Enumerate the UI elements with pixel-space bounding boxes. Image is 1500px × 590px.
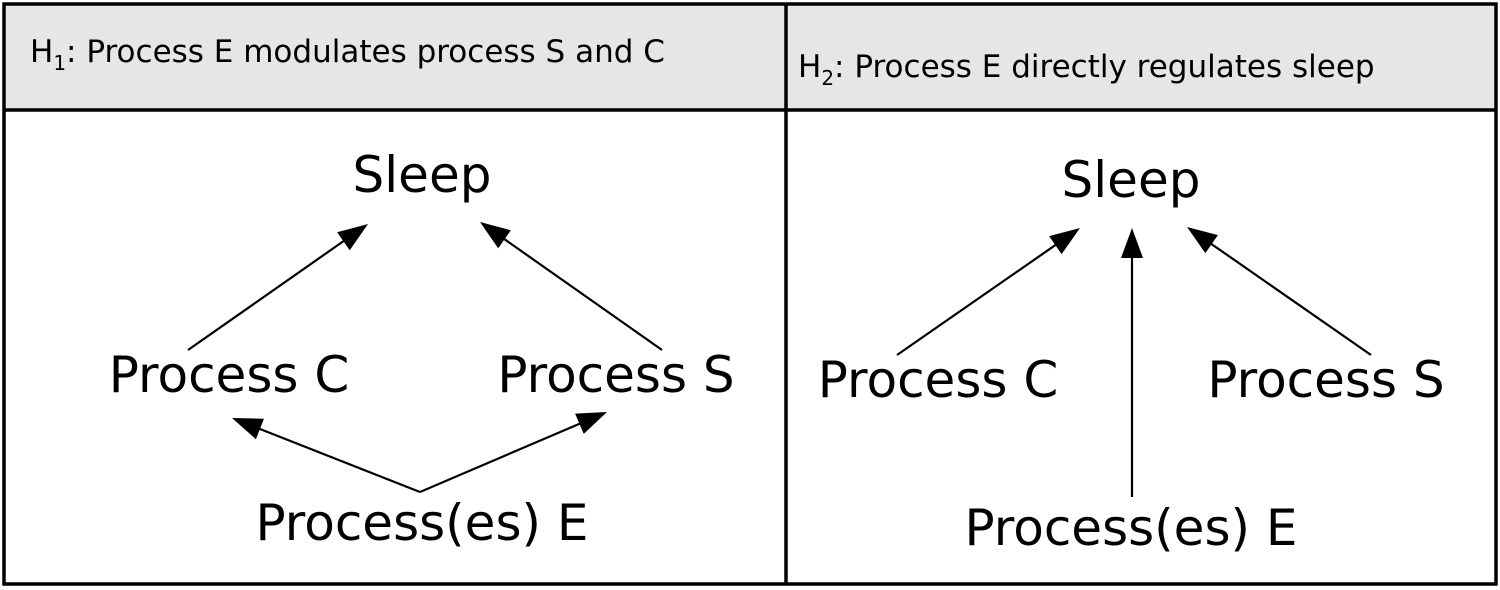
panel-h1-header-prefix: H bbox=[30, 34, 53, 70]
h2-node-process-e: Process(es) E bbox=[965, 499, 1298, 557]
h1-node-process-s: Process S bbox=[497, 346, 734, 404]
panel-h2-header-prefix: H bbox=[798, 49, 821, 85]
h1-node-process-c: Process C bbox=[109, 346, 349, 404]
panel-h2-header: H2: Process E directly regulates sleep bbox=[798, 49, 1375, 90]
h2-node-process-c: Process C bbox=[818, 351, 1058, 409]
panel-h1-header: H1: Process E modulates process S and C bbox=[30, 34, 665, 75]
panel-h2-header-text: : Process E directly regulates sleep bbox=[834, 49, 1375, 85]
panel-h1-header-text: : Process E modulates process S and C bbox=[66, 34, 665, 70]
h2-edges bbox=[896, 227, 1372, 497]
arrowhead-icon bbox=[1187, 227, 1218, 254]
h2-edge-process-c-to-sleep bbox=[896, 228, 1080, 356]
h2-edge-process-c-to-sleep-line bbox=[896, 241, 1060, 356]
h1-node-sleep: Sleep bbox=[353, 146, 492, 204]
arrowhead-icon bbox=[575, 412, 607, 434]
h1-edge-process-c-to-sleep bbox=[187, 224, 368, 351]
h1-edge-process-e-to-process-c-line bbox=[255, 426, 421, 494]
h1-edge-process-c-to-sleep-line bbox=[187, 238, 348, 351]
h2-node-sleep: Sleep bbox=[1062, 151, 1201, 209]
panel-h2-body: Sleep Process C Process S Process(es) E bbox=[818, 151, 1445, 557]
h1-edge-process-s-to-sleep bbox=[480, 222, 663, 351]
h1-edges bbox=[187, 222, 663, 494]
h1-node-process-e: Process(es) E bbox=[256, 494, 589, 552]
arrowhead-icon bbox=[1121, 228, 1143, 258]
arrowhead-icon bbox=[232, 418, 264, 440]
arrowhead-icon bbox=[337, 224, 368, 251]
h2-edge-process-e-to-sleep bbox=[1121, 228, 1143, 497]
panel-h2-header-bg bbox=[786, 4, 1496, 110]
h2-edge-process-s-to-sleep-line bbox=[1207, 240, 1372, 356]
panel-h1-body: Sleep Process C Process S Process(es) E bbox=[109, 146, 735, 552]
panel-h1-header-bg bbox=[4, 4, 786, 110]
h1-edge-process-e-to-process-s bbox=[419, 412, 607, 494]
h1-edge-process-s-to-sleep-line bbox=[500, 236, 663, 351]
h2-edge-process-s-to-sleep bbox=[1187, 227, 1372, 356]
panel-h2-header-subscript: 2 bbox=[821, 66, 834, 90]
h1-edge-process-e-to-process-c bbox=[232, 418, 421, 494]
h1-edge-process-e-to-process-s-line bbox=[419, 421, 584, 494]
panel-h1-header-subscript: 1 bbox=[53, 51, 66, 75]
arrowhead-icon bbox=[1049, 228, 1080, 255]
h2-node-process-s: Process S bbox=[1207, 351, 1444, 409]
arrowhead-icon bbox=[480, 222, 511, 249]
